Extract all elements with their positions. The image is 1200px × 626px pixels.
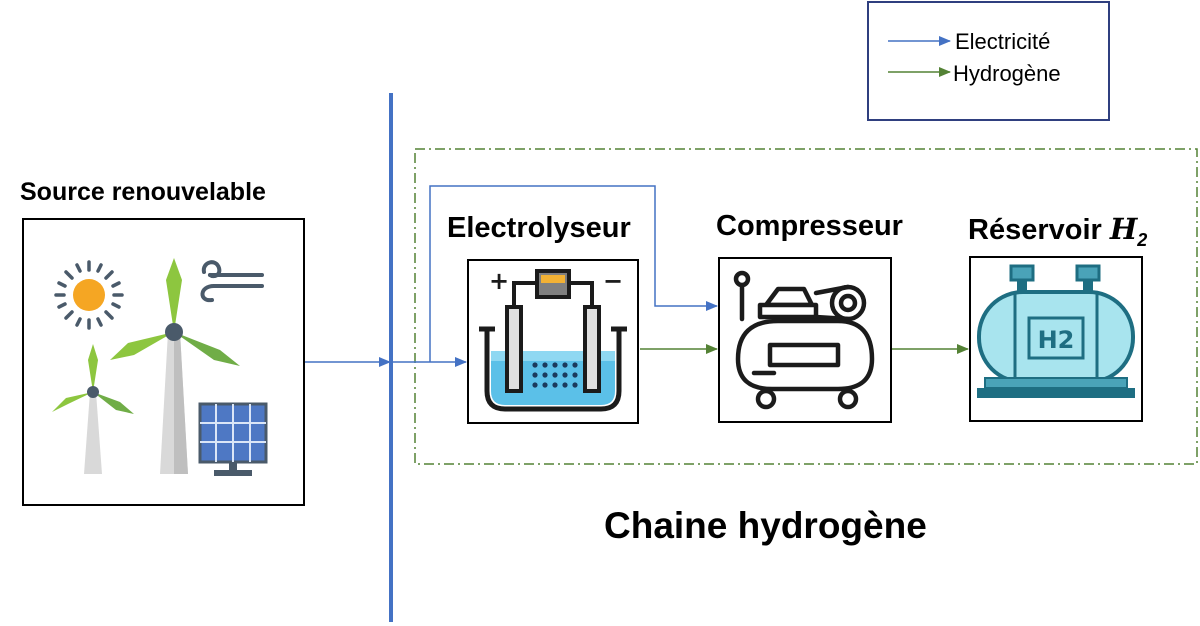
compresseur-title: Compresseur	[716, 210, 903, 242]
wind-turbine-large-icon	[110, 258, 240, 474]
renewable-icons	[52, 258, 268, 476]
reservoir-label: Réservoir	[968, 214, 1102, 246]
source-title: Source renouvelable	[20, 178, 266, 206]
legend-electricity-label: Electricité	[955, 29, 1051, 54]
electrolyseur-box: + −	[467, 259, 639, 424]
electrolyser-graphic: + −	[479, 267, 627, 412]
compresseur-box	[718, 257, 892, 423]
solar-panel-icon	[198, 402, 268, 476]
sun-icon	[54, 260, 124, 330]
hydrogen-tank-icon: H2	[977, 264, 1135, 398]
reservoir-title: Réservoir H2	[968, 212, 1147, 251]
hydrogen-tank-graphic: H2	[977, 264, 1135, 398]
tank-label: H2	[1038, 326, 1075, 354]
svg-text:+: +	[489, 267, 509, 295]
wind-icon	[200, 260, 264, 303]
source-box	[22, 218, 305, 506]
hydrogen-chain-frame	[414, 148, 1198, 465]
electrolyser-icon: + −	[479, 267, 627, 412]
chain-title: Chaine hydrogène	[604, 505, 927, 546]
reservoir-subscript: 2	[1137, 229, 1148, 250]
legend-hydrogen-label: Hydrogène	[953, 61, 1061, 86]
compressor-icon	[733, 270, 875, 410]
wind-turbine-small-icon	[52, 344, 134, 474]
legend-box	[867, 1, 1110, 121]
reservoir-box: H2	[969, 256, 1143, 422]
svg-text:−: −	[603, 267, 623, 295]
compressor-graphic	[733, 270, 875, 410]
bus-to-compressor-arrow	[429, 185, 718, 362]
electrolyseur-title: Electrolyseur	[447, 212, 631, 244]
reservoir-h-symbol: H	[1109, 212, 1138, 246]
